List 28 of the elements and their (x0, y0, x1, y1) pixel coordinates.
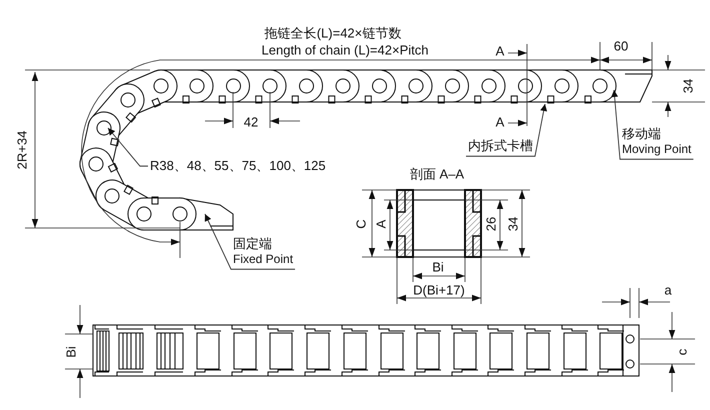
dimension-label: c (676, 348, 688, 356)
section-marker: A (496, 44, 504, 58)
dimension-label: D(Bi+17) (413, 284, 465, 296)
section-title: 剖面 A–A (410, 168, 464, 180)
callout-text: R38、48、55、75、100、125 (150, 158, 326, 174)
callout-text: Fixed Point (233, 252, 294, 268)
dimension-label: 34 (682, 78, 694, 94)
dimension-label: a (664, 284, 672, 296)
callout-text: Moving Point (622, 142, 692, 158)
section-marker: A (496, 116, 504, 128)
callout-text: 固定端 (233, 236, 273, 252)
dimension-label: Bi (432, 260, 444, 274)
callout-text: 内拆式卡槽 (468, 138, 533, 154)
dimension-label: 60 (614, 40, 628, 52)
dimension-label: C (354, 219, 368, 229)
dimension-label: 42 (244, 116, 258, 128)
formula-text: Length of chain (L)=42×Pitch (262, 44, 428, 56)
leader-line (466, 104, 548, 157)
leader-line (204, 214, 296, 270)
leader-line (611, 90, 694, 160)
dimension-label: 34 (506, 216, 520, 232)
dimension-label: 2R+34 (16, 130, 28, 170)
leader-line (108, 128, 148, 167)
dimension-label: A (374, 220, 388, 228)
dimension-label: 26 (484, 216, 498, 232)
dimension-label: Bi (64, 346, 78, 358)
callout-text: 移动端 (622, 126, 662, 142)
formula-text: 拖链全长(L)=42×链节数 (264, 26, 402, 40)
